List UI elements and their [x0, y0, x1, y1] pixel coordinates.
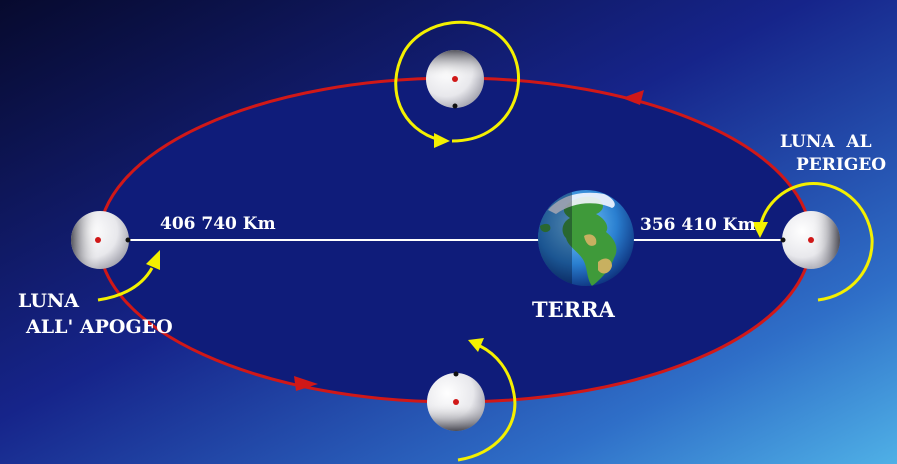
orbit-direction-arrow-top	[622, 90, 644, 105]
rotation-arrow-top	[394, 20, 521, 148]
perigee-label-line2: PERIGEO	[796, 155, 886, 175]
earth-label: TERRA	[532, 297, 616, 322]
rotation-arrow-left	[97, 250, 160, 302]
moon-phase-icon	[427, 371, 485, 431]
moon-phase-icon	[780, 211, 840, 269]
apogee-distance-label: 406 740 Km	[160, 214, 276, 234]
perigee-label-line1: LUNA AL	[780, 132, 872, 152]
rotation-arrow-bottom	[457, 338, 517, 462]
apogee-label-line2: ALL' APOGEO	[25, 316, 173, 338]
moon-phase-icon	[426, 50, 484, 109]
moon-phase-icon	[71, 211, 131, 269]
apogee-label-line1: LUNA	[18, 290, 79, 312]
orbit-direction-arrow-bottom	[294, 376, 318, 391]
perigee-distance-label: 356 410 Km	[640, 215, 756, 235]
earth-globe-icon	[538, 190, 634, 286]
rotation-arrow-right	[752, 182, 874, 302]
